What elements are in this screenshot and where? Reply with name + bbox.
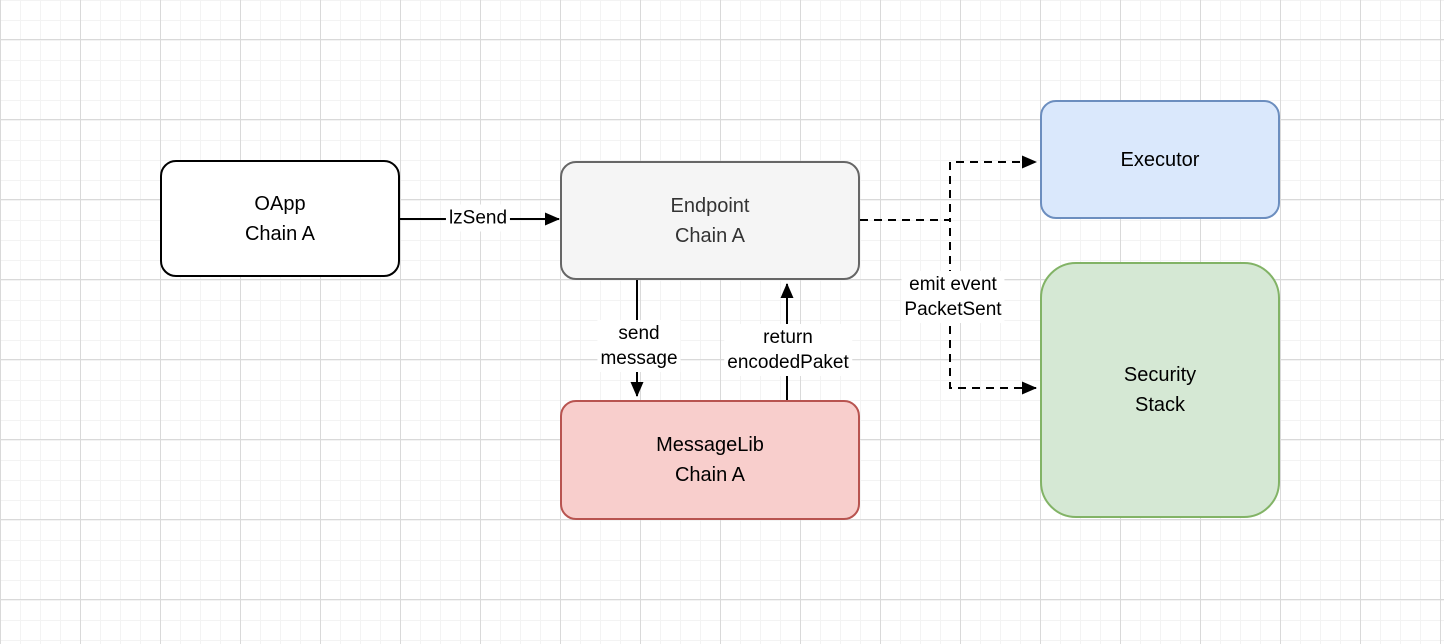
node-security-stack: Security Stack	[1040, 262, 1280, 518]
node-messagelib: MessageLib Chain A	[560, 400, 860, 520]
edge-label-return-encodedpaket: return encodedPaket	[724, 324, 852, 376]
node-oapp-label: OApp Chain A	[244, 192, 316, 245]
emit-event-executor-dashed-arrow	[860, 155, 1037, 221]
node-messagelib-label: MessageLib Chain A	[656, 434, 764, 486]
edge-label-send-message: send message	[597, 320, 681, 372]
node-security-stack-label: Security Stack	[1123, 364, 1197, 416]
node-oapp: OApp Chain A	[160, 160, 400, 277]
node-executor: Executor	[1040, 100, 1280, 219]
edge-label-emit-event-packetsent: emit event PacketSent	[901, 271, 1005, 323]
node-endpoint-label: Endpoint Chain A	[670, 194, 750, 247]
node-executor-label: Executor	[1120, 148, 1200, 171]
node-endpoint: Endpoint Chain A	[560, 161, 860, 280]
edge-label-lzsend: lzSend	[445, 204, 511, 232]
